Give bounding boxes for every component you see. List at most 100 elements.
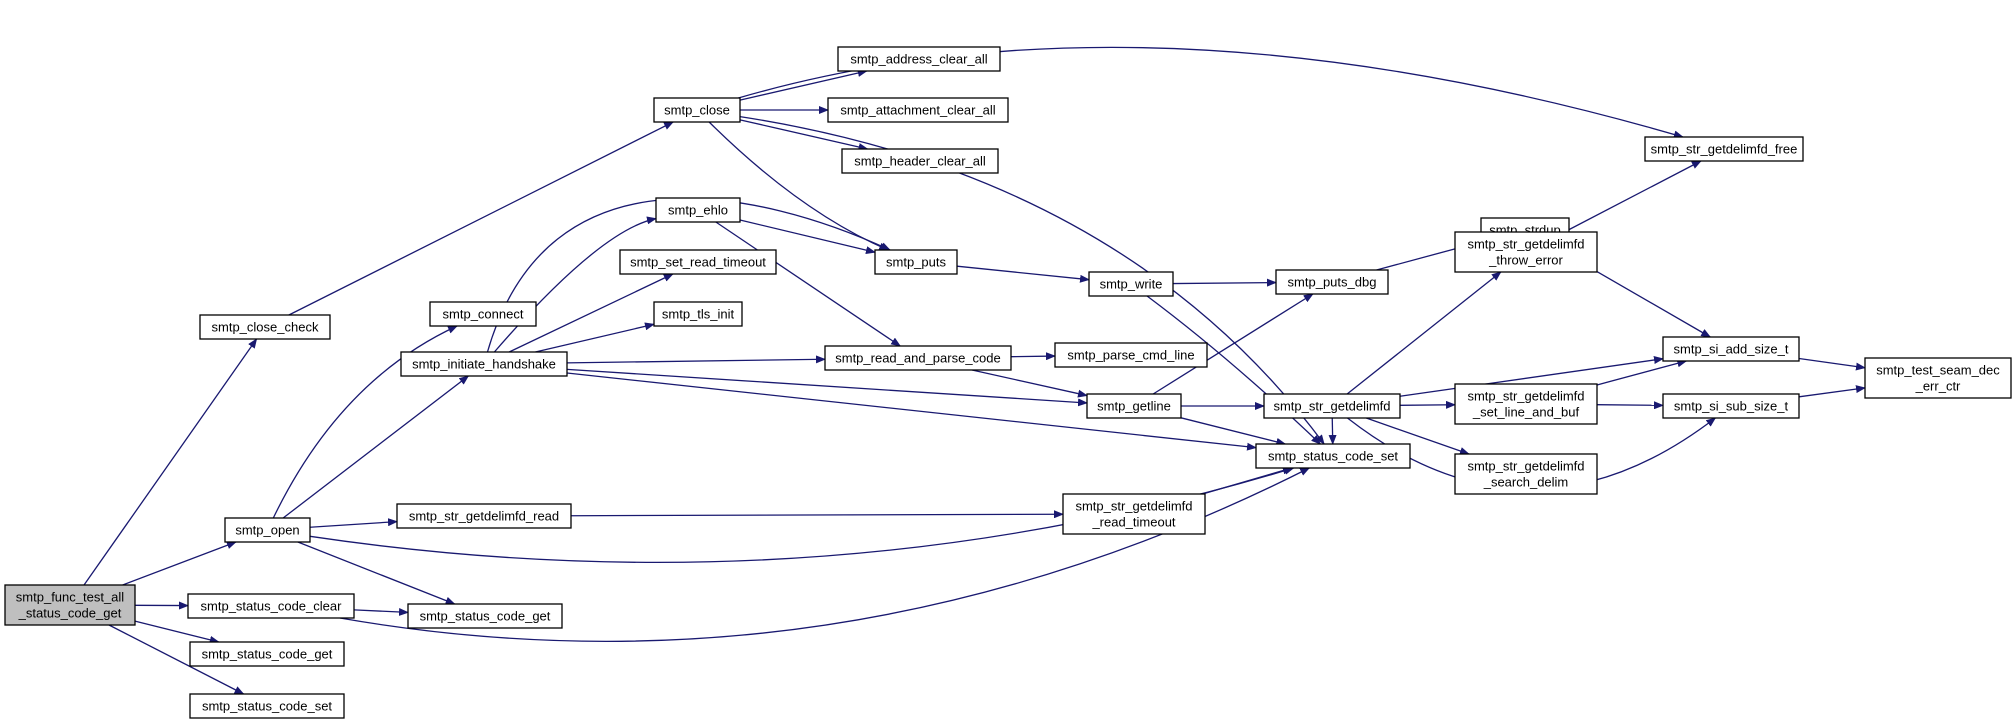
node-box: [874, 249, 958, 275]
node-header_clear[interactable]: smtp_header_clear_all: [841, 148, 999, 174]
node-search_delim[interactable]: smtp_str_getdelimfd_search_delim: [1454, 453, 1598, 495]
node-label: smtp_open: [235, 523, 299, 538]
node-root[interactable]: smtp_func_test_all_status_code_get: [4, 584, 136, 626]
node-label: smtp_parse_cmd_line: [1067, 348, 1194, 363]
edge-getline-to-status_set_b: [1180, 417, 1287, 446]
edge-close-to-header_clear: [739, 119, 869, 151]
node-label: _status_code_get: [18, 606, 122, 621]
node-box: [1255, 443, 1411, 469]
node-label: smtp_status_code_clear: [201, 599, 343, 614]
node-box: [1864, 357, 2012, 399]
node-box: [1644, 136, 1804, 162]
edge-open-to-handshake: [282, 375, 470, 519]
node-ehlo[interactable]: smtp_ehlo: [655, 197, 741, 223]
node-tls_init[interactable]: smtp_tls_init: [653, 301, 743, 327]
node-status_set_a[interactable]: smtp_status_code_set: [189, 693, 345, 719]
node-label: smtp_close_check: [212, 320, 319, 335]
edge-root-to-close_check: [83, 338, 258, 586]
node-puts_dbg[interactable]: smtp_puts_dbg: [1275, 269, 1389, 295]
node-label: smtp_str_getdelimfd_read: [409, 509, 559, 524]
node-close[interactable]: smtp_close: [653, 97, 741, 123]
node-box: [1454, 453, 1598, 495]
node-set_line_buf[interactable]: smtp_str_getdelimfd_set_line_and_buf: [1454, 383, 1598, 425]
node-write[interactable]: smtp_write: [1088, 271, 1174, 297]
edge-handshake-to-status_set_b: [566, 372, 1257, 451]
node-status_get_a[interactable]: smtp_status_code_get: [189, 641, 345, 667]
node-label: smtp_header_clear_all: [854, 154, 986, 169]
node-box: [1275, 269, 1389, 295]
node-getdelimfd[interactable]: smtp_str_getdelimfd: [1263, 393, 1401, 419]
node-label: _set_line_and_buf: [1472, 405, 1580, 420]
node-status_get_b[interactable]: smtp_status_code_get: [407, 603, 563, 629]
node-label: smtp_si_sub_size_t: [1674, 399, 1789, 414]
node-puts[interactable]: smtp_puts: [874, 249, 958, 275]
node-box: [407, 603, 563, 629]
edge-ehlo-to-puts: [739, 219, 876, 255]
edge-root-to-status_get_a: [134, 620, 220, 644]
node-label: smtp_write: [1100, 277, 1163, 292]
node-box: [653, 97, 741, 123]
edge-status_clear-to-status_get_b: [353, 607, 409, 616]
node-label: smtp_status_code_get: [420, 609, 551, 624]
node-set_timeout[interactable]: smtp_set_read_timeout: [619, 249, 777, 275]
node-label: smtp_initiate_handshake: [412, 357, 556, 372]
node-handshake[interactable]: smtp_initiate_handshake: [400, 351, 568, 377]
node-box: [837, 46, 1001, 72]
edge-root-to-open: [122, 541, 237, 586]
node-label: smtp_set_read_timeout: [630, 255, 766, 270]
node-box: [1454, 383, 1598, 425]
edge-getdelimfd-to-status_set_b: [1328, 417, 1337, 445]
node-throw_error[interactable]: smtp_str_getdelimfd_throw_error: [1454, 231, 1598, 273]
node-sub_size[interactable]: smtp_si_sub_size_t: [1662, 393, 1800, 419]
edge-gd_read_timeout-to-status_set_b: [1202, 466, 1293, 495]
node-connect[interactable]: smtp_connect: [429, 301, 537, 327]
node-box: [4, 584, 136, 626]
node-label: smtp_str_getdelimfd: [1467, 237, 1584, 252]
edge-handshake-to-ehlo: [493, 216, 657, 353]
node-addr_clear[interactable]: smtp_address_clear_all: [837, 46, 1001, 72]
node-label: _err_ctr: [1915, 379, 1961, 394]
edge-puts-to-write: [956, 265, 1090, 283]
edge-set_line_buf-to-add_size: [1596, 359, 1688, 386]
node-label: _read_timeout: [1091, 515, 1175, 530]
edge-write-to-status_set_b: [1146, 295, 1322, 445]
node-label: _throw_error: [1488, 253, 1563, 268]
node-gd_read_timeout[interactable]: smtp_str_getdelimfd_read_timeout: [1062, 493, 1206, 535]
node-add_size[interactable]: smtp_si_add_size_t: [1662, 336, 1800, 362]
node-open[interactable]: smtp_open: [224, 517, 311, 543]
edge-sub_size-to-seam_dec: [1798, 385, 1866, 398]
edge-handshake-to-tls_init: [535, 322, 655, 353]
node-label: smtp_status_code_get: [202, 647, 333, 662]
node-getline[interactable]: smtp_getline: [1086, 393, 1182, 419]
node-parse_cmd[interactable]: smtp_parse_cmd_line: [1054, 342, 1208, 368]
node-label: smtp_si_add_size_t: [1674, 342, 1789, 357]
edge-open-to-status_get_b: [297, 541, 456, 605]
node-seam_dec[interactable]: smtp_test_seam_dec_err_ctr: [1864, 357, 2012, 399]
node-read_parse[interactable]: smtp_read_and_parse_code: [824, 345, 1012, 371]
node-box: [1263, 393, 1401, 419]
node-box: [1088, 271, 1174, 297]
node-label: smtp_getline: [1097, 399, 1171, 414]
node-gd_read[interactable]: smtp_str_getdelimfd_read: [396, 503, 572, 529]
node-label: smtp_status_code_set: [1268, 449, 1398, 464]
node-layer: smtp_func_test_all_status_code_get smtp_c…: [4, 46, 2012, 719]
node-label: smtp_func_test_all: [16, 590, 125, 605]
node-attach_clear[interactable]: smtp_attachment_clear_all: [827, 97, 1009, 123]
node-gd_free[interactable]: smtp_str_getdelimfd_free: [1644, 136, 1804, 162]
node-box: [1662, 336, 1800, 362]
edge-getdelimfd-to-search_delim: [1366, 417, 1470, 455]
node-box: [1662, 393, 1800, 419]
node-label: smtp_status_code_set: [202, 699, 332, 714]
node-label: smtp_tls_init: [662, 307, 735, 322]
node-close_check[interactable]: smtp_close_check: [199, 314, 331, 340]
node-box: [824, 345, 1012, 371]
node-box: [827, 97, 1009, 123]
node-label: smtp_connect: [443, 307, 524, 322]
edge-open-to-gd_read: [309, 518, 398, 528]
node-box: [396, 503, 572, 529]
edge-read_parse-to-parse_cmd: [1010, 352, 1056, 361]
node-status_set_b[interactable]: smtp_status_code_set: [1255, 443, 1411, 469]
node-box: [199, 314, 331, 340]
node-status_clear[interactable]: smtp_status_code_clear: [187, 593, 355, 619]
